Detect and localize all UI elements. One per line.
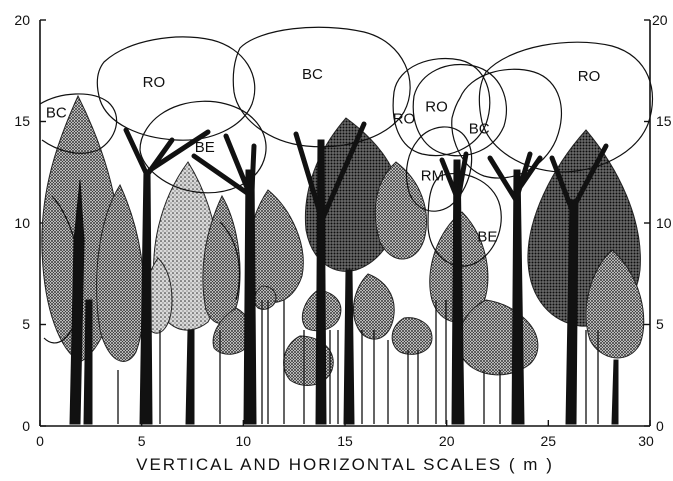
x-tick-label: 20 [439, 433, 455, 449]
y-tick-label-left: 20 [14, 12, 30, 28]
x-tick-label: 15 [337, 433, 353, 449]
crown-species-label: BE [195, 139, 215, 156]
crown-species-label: RO [425, 98, 448, 115]
y-tick-label-left: 0 [22, 418, 30, 434]
outline-ro-left [97, 37, 254, 140]
y-tick-labels-right: 0 5 10 15 20 [652, 12, 672, 434]
crown-low-g [459, 300, 538, 375]
crown-low-b [255, 286, 276, 309]
y-tick-label-right: 5 [656, 316, 664, 332]
crown-mid-b [248, 190, 303, 302]
crown-species-label: BE [477, 228, 497, 245]
y-tick-label-left: 5 [22, 316, 30, 332]
outline-bc-center [233, 27, 410, 147]
x-tick-label: 5 [138, 433, 146, 449]
trunk-11 [612, 360, 618, 424]
y-tick-label-right: 10 [656, 215, 672, 231]
trunk-5 [244, 170, 256, 424]
crown-species-label: RM [421, 167, 444, 184]
trunk-2 [84, 300, 92, 424]
y-tick-label-left: 10 [14, 215, 30, 231]
x-tick-label: 25 [541, 433, 557, 449]
x-tick-label: 30 [638, 433, 654, 449]
crown-species-label: BC [302, 66, 323, 83]
crown-low-d [353, 274, 394, 339]
outline-ro-right [479, 42, 652, 172]
y-tick-label-left: 15 [14, 113, 30, 129]
crown-species-label: BC [46, 104, 67, 121]
trunk-3 [140, 170, 152, 424]
crown-species-label: RO [578, 68, 601, 85]
x-tick-labels: 0 5 10 15 20 25 30 [36, 433, 654, 449]
x-axis-title: VERTICAL AND HORIZONTAL SCALES ( m ) [136, 455, 554, 474]
y-tick-labels-left: 0 5 10 15 20 [14, 12, 30, 434]
crown-species-label: RO [143, 74, 166, 91]
y-tick-label-right: 0 [656, 418, 664, 434]
trunk-7 [344, 270, 354, 424]
crown-species-label: RO [393, 111, 416, 128]
crown-species-label: BC [469, 121, 490, 138]
x-tick-label: 10 [236, 433, 252, 449]
trunk-9 [512, 170, 524, 424]
crown-low-e [392, 318, 432, 355]
y-tick-label-right: 15 [656, 113, 672, 129]
x-tick-label: 0 [36, 433, 44, 449]
y-tick-label-right: 20 [652, 12, 668, 28]
trunk-6 [316, 140, 326, 424]
trunk-4 [186, 330, 194, 424]
